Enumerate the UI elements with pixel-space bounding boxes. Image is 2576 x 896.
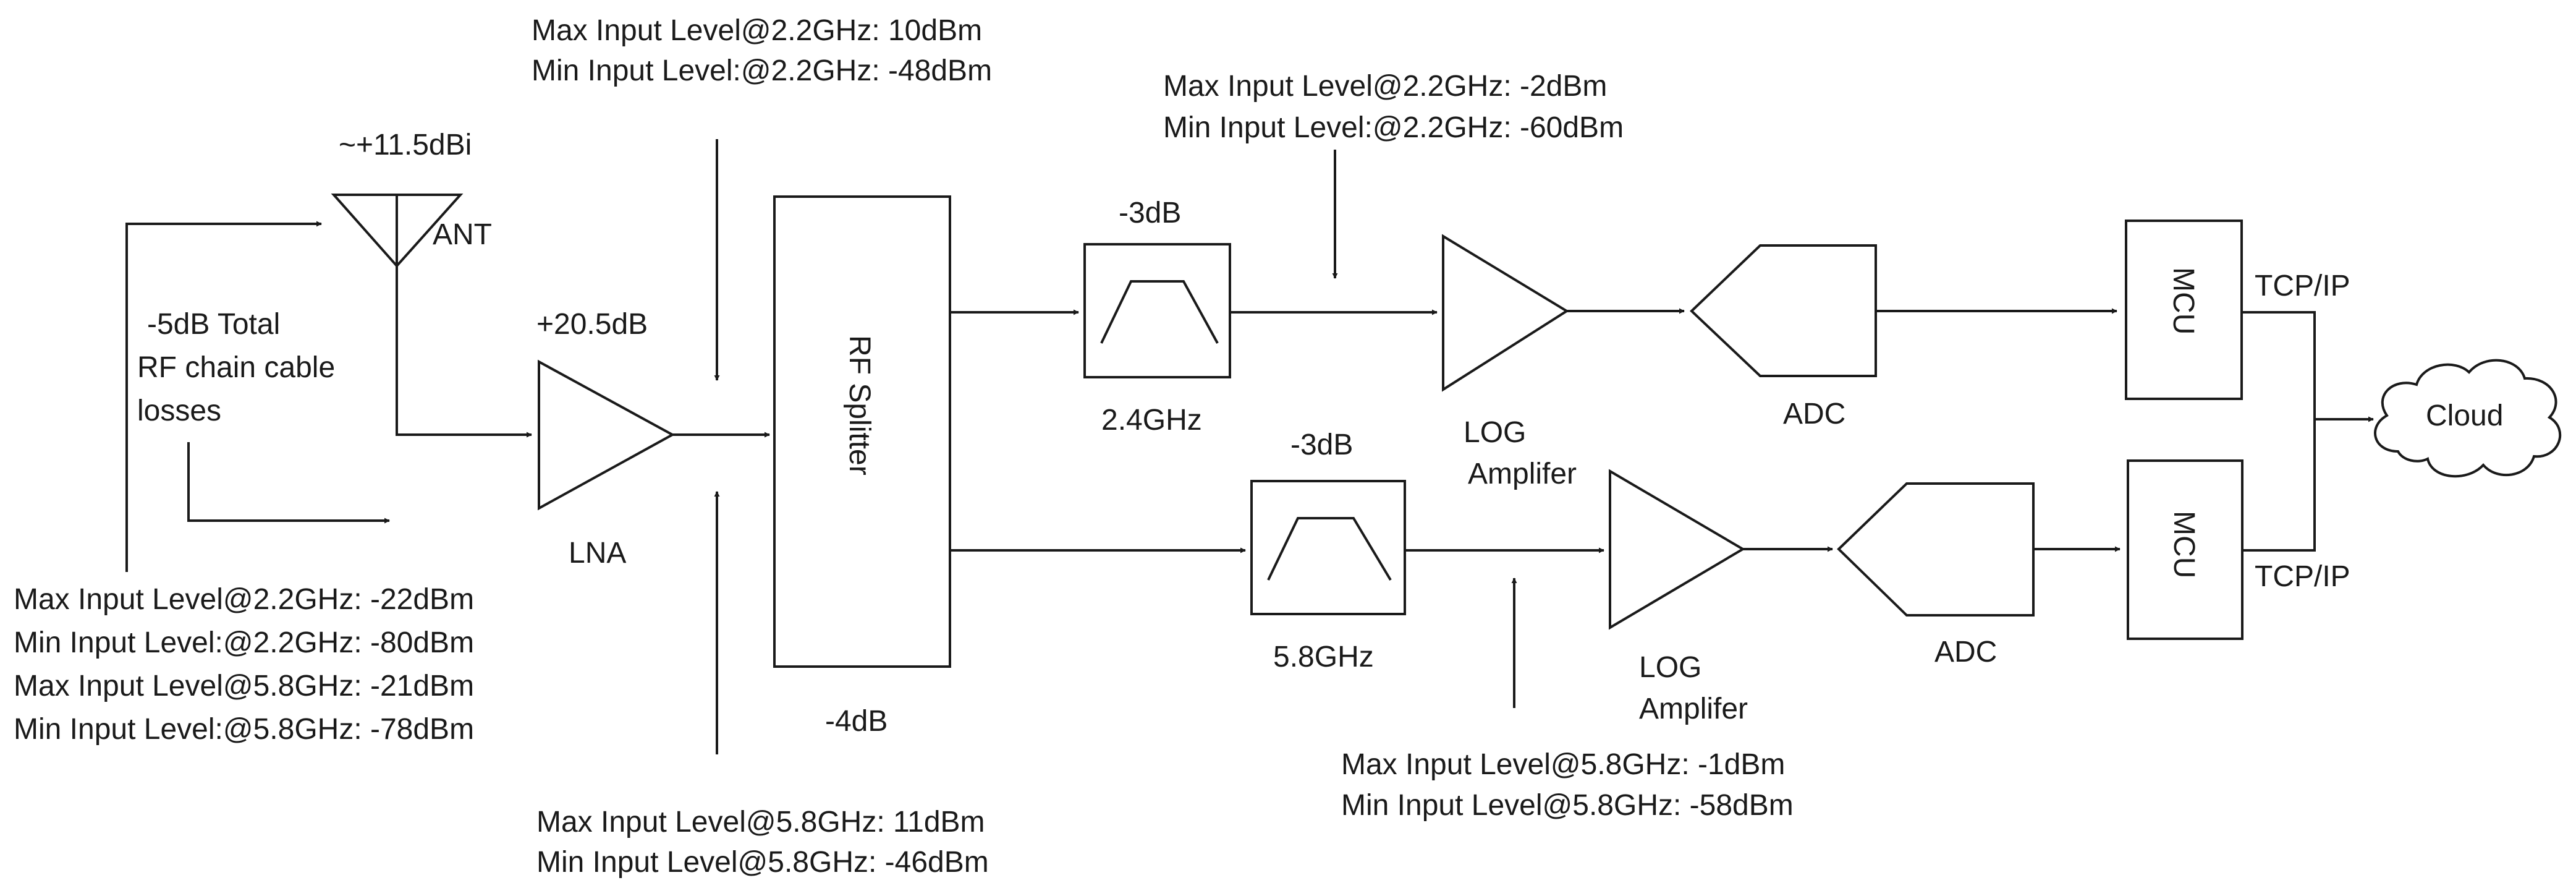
cable-loss-line2: RF chain cable (137, 351, 335, 384)
mcu-58-label: MCU (2167, 511, 2200, 578)
splitter-input-min-58: Min Input Level@5.8GHz: -46dBm (536, 846, 989, 879)
mcu-to-cloud-wires (2242, 311, 2374, 552)
lna-gain-label: +20.5dB (536, 308, 648, 341)
adc-58-label: ADC (1934, 636, 1997, 668)
filter-58-label: 5.8GHz (1273, 641, 1374, 673)
lna-input-min-58: Min Input Level:@5.8GHz: -78dBm (14, 713, 474, 746)
rf-splitter-block (773, 195, 951, 668)
bandpass-filter-58-block (1250, 480, 1406, 615)
bandpass-filter-58-icon (1267, 517, 1392, 581)
splitter-input-max-22: Max Input Level@2.2GHz: 10dBm (532, 14, 982, 47)
splitter-input-max-58: Max Input Level@5.8GHz: 11dBm (536, 806, 985, 838)
input-level-pointer-arrow (125, 221, 322, 572)
lna-input-max-58: Max Input Level@5.8GHz: -21dBm (14, 670, 474, 702)
log-amplifier-24-icon (1442, 234, 1569, 392)
antenna-label: ANT (433, 218, 492, 251)
lna-amplifier-icon (538, 359, 676, 511)
logamp-58-input-max: Max Input Level@5.8GHz: -1dBm (1341, 748, 1785, 781)
bandpass-filter-24-icon (1100, 280, 1219, 344)
adc-24-block (1690, 244, 1877, 377)
filter-58-loss: -3dB (1290, 429, 1353, 461)
logamp-24-input-min: Min Input Level:@2.2GHz: -60dBm (1163, 111, 1624, 144)
filter-24-loss: -3dB (1119, 197, 1181, 229)
cloud-label: Cloud (2426, 399, 2503, 432)
log-amp-58-line2: Amplifer (1639, 693, 1748, 725)
log-amplifier-58-icon (1609, 469, 1745, 630)
filter-24-label: 2.4GHz (1101, 404, 1202, 437)
mcu-58-block (2127, 459, 2243, 640)
log-amp-24-line1: LOG (1464, 416, 1526, 449)
antenna-icon (331, 194, 464, 268)
antenna-gain-label: ~+11.5dBi (339, 129, 472, 161)
lna-input-max-22: Max Input Level@2.2GHz: -22dBm (14, 583, 474, 616)
adc-58-block (1837, 482, 2035, 617)
rf-splitter-label: RF Splitter (843, 335, 876, 476)
rf-splitter-loss: -4dB (825, 705, 888, 738)
splitter-input-min-22: Min Input Level:@2.2GHz: -48dBm (532, 54, 992, 87)
log-amp-24-line2: Amplifer (1468, 458, 1577, 490)
lna-label: LNA (569, 537, 626, 570)
mcu-58-link: TCP/IP (2255, 560, 2350, 593)
mcu-24-label: MCU (2167, 267, 2200, 335)
logamp-24-input-max: Max Input Level@2.2GHz: -2dBm (1163, 70, 1607, 103)
mcu-24-link: TCP/IP (2255, 270, 2350, 302)
cable-loss-line1: -5dB Total (147, 308, 280, 341)
bandpass-filter-24-block (1083, 243, 1231, 378)
mcu-24-block (2125, 220, 2243, 400)
logamp-58-input-min: Min Input Level@5.8GHz: -58dBm (1341, 789, 1794, 822)
cable-loss-line3: losses (137, 395, 221, 427)
adc-24-label: ADC (1783, 398, 1845, 430)
log-amp-58-line1: LOG (1639, 651, 1701, 684)
cable-loss-arrow (187, 442, 390, 524)
lna-input-min-22: Min Input Level:@2.2GHz: -80dBm (14, 626, 474, 659)
cloud-icon (2374, 359, 2562, 478)
antenna-to-lna-wire (396, 266, 532, 438)
